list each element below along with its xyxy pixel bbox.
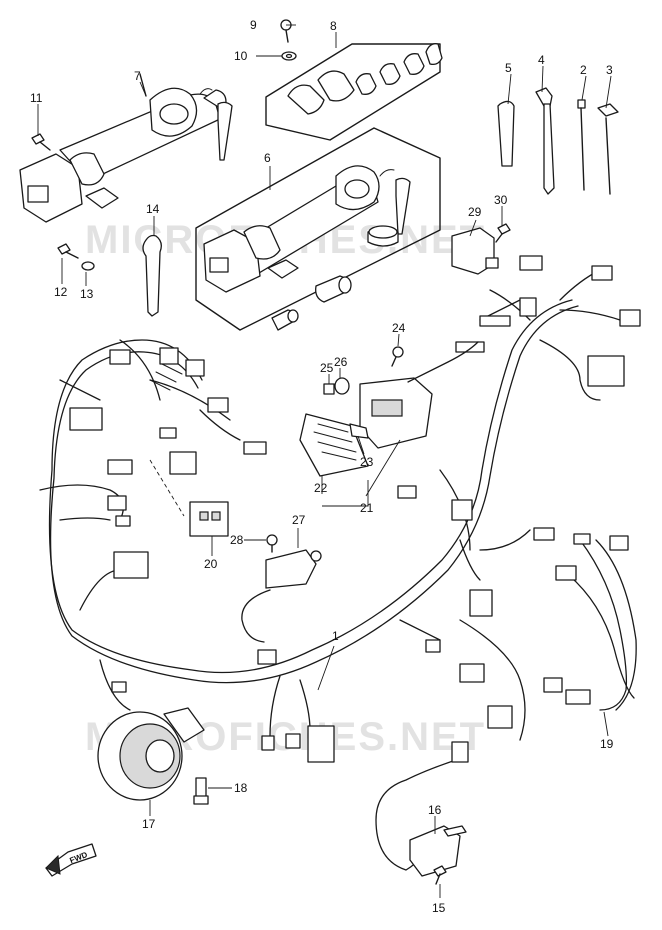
part-22-lens <box>299 413 369 477</box>
part-18-bolt <box>193 777 209 805</box>
callout-27: 27 <box>292 513 306 527</box>
callout-11: 11 <box>30 91 43 105</box>
callout-28: 28 <box>230 533 244 547</box>
callout-18: 18 <box>234 781 248 795</box>
part-5-clamp <box>497 100 515 167</box>
lamp-wire <box>407 341 479 383</box>
callout-8: 8 <box>330 19 337 33</box>
callout-6: 6 <box>264 151 271 165</box>
part-4-cable-tie <box>535 87 555 195</box>
part-11-bolt <box>31 133 51 151</box>
part-10-washer <box>281 51 297 61</box>
part-1-wiring-harness <box>39 255 641 763</box>
callout-numbers: 2 3 5 4 6 7 8 9 10 11 12 13 14 15 16 17 … <box>30 18 614 915</box>
part-13-washer <box>81 261 95 271</box>
part-2-cable-tie <box>577 99 586 191</box>
callout-26: 26 <box>334 355 348 369</box>
part-9-screw <box>280 19 292 43</box>
part-14-key <box>142 234 162 317</box>
callout-29: 29 <box>468 205 482 219</box>
part-27-switch <box>241 549 322 643</box>
callout-14: 14 <box>146 202 160 216</box>
callout-2: 2 <box>580 63 587 77</box>
callout-7: 7 <box>134 69 141 83</box>
callout-9: 9 <box>250 18 257 32</box>
callout-1: 1 <box>332 629 339 643</box>
callout-13: 13 <box>80 287 94 301</box>
callout-12: 12 <box>54 285 68 299</box>
callout-3: 3 <box>606 63 613 77</box>
part-12-bolt <box>57 243 79 259</box>
callout-15: 15 <box>432 901 446 915</box>
part-15-bolt <box>433 865 447 885</box>
part-6-switch-set <box>195 127 441 331</box>
part-29-bracket <box>451 227 499 275</box>
callout-22: 22 <box>314 481 328 495</box>
callout-25: 25 <box>320 361 334 375</box>
callout-16: 16 <box>428 803 442 817</box>
callout-30: 30 <box>494 193 508 207</box>
part-30-bolt <box>495 223 511 243</box>
part-25-nut <box>323 383 335 395</box>
part-20-connector <box>149 459 229 537</box>
callout-17: 17 <box>142 817 156 831</box>
part-8-cover-set <box>265 43 443 141</box>
callout-10: 10 <box>234 49 248 63</box>
part-23-bulb <box>349 423 369 439</box>
part-26-grommet <box>334 377 350 395</box>
callout-20: 20 <box>204 557 218 571</box>
callout-5: 5 <box>505 61 512 75</box>
part-17-horn <box>97 707 205 801</box>
part-24-screw <box>391 346 404 367</box>
callout-24: 24 <box>392 321 406 335</box>
callout-21: 21 <box>360 501 374 515</box>
fwd-arrow-icon: FWD <box>45 843 97 877</box>
leader-lines <box>37 24 612 898</box>
callout-4: 4 <box>538 53 545 67</box>
part-16-sensor <box>375 741 469 877</box>
part-21-lamp-assembly <box>359 377 433 449</box>
callout-23: 23 <box>360 455 374 469</box>
part-3-cable-tie <box>597 103 619 195</box>
part-19-sub-harness <box>555 533 637 711</box>
part-7-ignition-switch <box>19 73 233 223</box>
callout-19: 19 <box>600 737 614 751</box>
part-28-screw <box>266 534 278 553</box>
